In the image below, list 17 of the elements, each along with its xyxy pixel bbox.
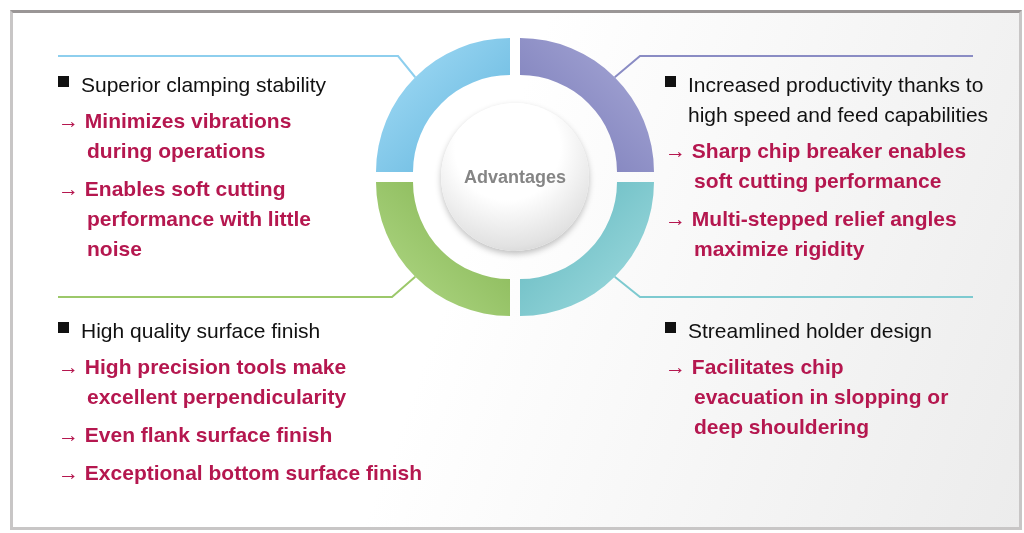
benefit-text: → Exceptional bottom surface finish (58, 460, 424, 486)
center-label: Advantages (463, 166, 566, 188)
heading-text: Superior clamping stability (81, 72, 327, 98)
benefit-text: → Multi-stepped relief angles maximize rigidity (665, 206, 958, 262)
leader-line (613, 275, 974, 298)
leader-line (613, 55, 974, 79)
benefit-text: → Sharp chip breaker enables soft cutting performance (665, 138, 968, 194)
leader-line (57, 55, 417, 79)
benefit-text: → Facilitates chip evacuation in slopping or deep shouldering (665, 354, 950, 440)
heading-text: Streamlined holder design (688, 318, 932, 344)
heading-text: Increased productivity thanks to high speed and feed capabilities (688, 72, 990, 128)
benefit-text: → Enables soft cutting performance with little noise (58, 176, 313, 262)
benefit-text: → High precision tools make excellent perpendicularity (58, 354, 348, 410)
leader-line (57, 275, 417, 298)
heading-text: High quality surface finish (81, 318, 321, 344)
benefit-text: → Minimizes vibrations during operations (58, 108, 293, 164)
benefit-text: → Even flank surface finish (58, 422, 334, 448)
